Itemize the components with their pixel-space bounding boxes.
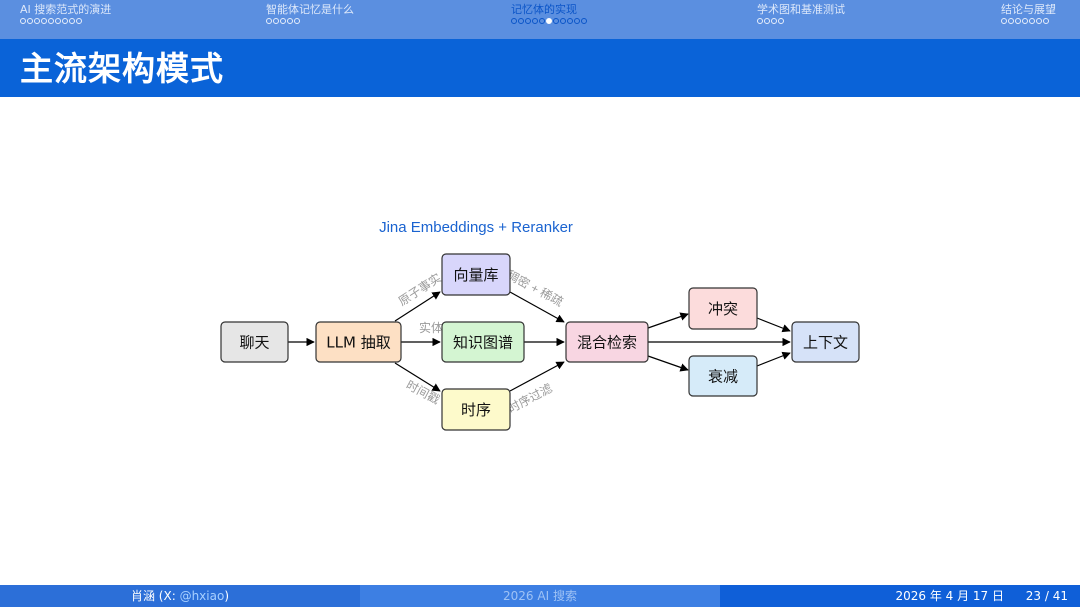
nav-section-title[interactable]: 结论与展望 <box>1001 3 1056 16</box>
footer-date-page: 2026 年 4 月 17 日 23 / 41 <box>720 585 1080 607</box>
edge-llm-temporal <box>394 362 441 392</box>
nav-dot[interactable] <box>567 18 573 24</box>
node-label: 时序 <box>461 401 491 419</box>
node-chat: 聊天 <box>220 321 289 363</box>
nav-section-1[interactable]: AI 搜索范式的演进 <box>20 3 111 24</box>
footer-author: 肖涵 (X: @hxiao) <box>0 585 360 607</box>
nav-section-title[interactable]: 学术图和基准测试 <box>757 3 845 16</box>
edge-conflict-context <box>756 317 791 333</box>
footer-author-name: 肖涵 (X: <box>130 589 180 603</box>
nav-section-4[interactable]: 学术图和基准测试 <box>757 3 845 24</box>
nav-dot[interactable] <box>1022 18 1028 24</box>
edge-decay-context <box>756 351 791 367</box>
nav-dot[interactable] <box>294 18 300 24</box>
nav-dot[interactable] <box>553 18 559 24</box>
nav-section-3[interactable]: 记忆体的实现 <box>511 3 587 24</box>
node-label: 衰减 <box>708 368 738 386</box>
nav-dot[interactable] <box>532 18 538 24</box>
nav-dot[interactable] <box>778 18 784 24</box>
nav-dot[interactable] <box>273 18 279 24</box>
nav-dot[interactable] <box>560 18 566 24</box>
edge-llm-vector <box>394 291 441 322</box>
nav-dot[interactable] <box>76 18 82 24</box>
node-context: 上下文 <box>791 321 860 363</box>
nav-dot[interactable] <box>280 18 286 24</box>
nav-section-title[interactable]: AI 搜索范式的演进 <box>20 3 112 16</box>
node-label: 聊天 <box>239 334 269 352</box>
nav-dot[interactable] <box>20 18 26 24</box>
nav-dot[interactable] <box>511 18 517 24</box>
nav-section-dots <box>757 18 845 24</box>
footer-date: 2026 年 4 月 17 日 <box>895 589 1004 603</box>
nav-dot[interactable] <box>574 18 580 24</box>
nav-dot[interactable] <box>581 18 587 24</box>
edge-label-dense-sparse: 稠密 + 稀疏 <box>504 267 566 309</box>
edge-label-temporal-filter: 时序过滤 <box>505 380 554 416</box>
nav-dot[interactable] <box>69 18 75 24</box>
node-vector-store: 向量库 <box>441 253 511 296</box>
edge-temporal-hybrid <box>509 361 565 392</box>
node-knowledge-graph: 知识图谱 <box>441 321 525 363</box>
node-hybrid-retrieval: 混合检索 <box>565 321 649 363</box>
footer-page-number: 23 / 41 <box>1025 589 1068 603</box>
nav-dot[interactable] <box>48 18 54 24</box>
nav-dot[interactable] <box>757 18 763 24</box>
edge-label-atomic-facts: 原子事实 <box>395 270 443 309</box>
node-decay: 衰减 <box>688 355 758 397</box>
nav-dot[interactable] <box>771 18 777 24</box>
edge-hybrid-conflict <box>647 312 689 329</box>
nav-dot[interactable] <box>1036 18 1042 24</box>
nav-dot[interactable] <box>41 18 47 24</box>
nav-section-title[interactable]: 记忆体的实现 <box>511 3 577 16</box>
nav-dot[interactable] <box>1001 18 1007 24</box>
node-temporal: 时序 <box>441 388 511 431</box>
nav-section-title[interactable]: 智能体记忆是什么 <box>266 3 354 16</box>
title-bar: 主流架构模式 <box>0 39 1080 97</box>
nav-dot-current[interactable] <box>546 18 552 24</box>
section-navigation: AI 搜索范式的演进 智能体记忆是什么 记忆体的实现 学术图和基准测试 结论与展… <box>0 0 1080 39</box>
nav-dot[interactable] <box>539 18 545 24</box>
footer-author-end: ) <box>224 589 229 603</box>
nav-dot[interactable] <box>27 18 33 24</box>
node-label: 向量库 <box>453 266 498 284</box>
nav-dot[interactable] <box>518 18 524 24</box>
footer: 肖涵 (X: @hxiao) 2026 AI 搜索 2026 年 4 月 17 … <box>0 585 1080 607</box>
nav-dot[interactable] <box>55 18 61 24</box>
footer-author-handle-link[interactable]: @hxiao <box>179 589 225 603</box>
nav-dot[interactable] <box>1043 18 1049 24</box>
edge-label-entity: 实体 <box>419 320 443 335</box>
node-label: 知识图谱 <box>453 334 513 352</box>
diagram-caption: Jina Embeddings + Reranker <box>379 219 573 236</box>
nav-section-dots <box>20 18 111 24</box>
nav-dot[interactable] <box>34 18 40 24</box>
node-label: 混合检索 <box>577 334 637 352</box>
nav-dot[interactable] <box>1029 18 1035 24</box>
edge-vector-hybrid <box>509 291 565 323</box>
nav-dot[interactable] <box>62 18 68 24</box>
node-conflict: 冲突 <box>688 287 758 330</box>
nav-dot[interactable] <box>287 18 293 24</box>
nav-section-dots <box>1001 18 1056 24</box>
node-label: 冲突 <box>708 300 738 318</box>
nav-section-2[interactable]: 智能体记忆是什么 <box>266 3 354 24</box>
edge-hybrid-decay <box>647 355 689 372</box>
footer-event: 2026 AI 搜索 <box>360 585 720 607</box>
nav-section-dots <box>511 18 587 24</box>
nav-dot[interactable] <box>1015 18 1021 24</box>
node-llm-extract: LLM 抽取 <box>315 321 402 363</box>
node-label: 上下文 <box>803 334 848 352</box>
nav-dot[interactable] <box>764 18 770 24</box>
nav-section-5[interactable]: 结论与展望 <box>1001 3 1056 24</box>
nav-section-dots <box>266 18 354 24</box>
nav-dot[interactable] <box>1008 18 1014 24</box>
slide-title: 主流架构模式 <box>20 49 224 88</box>
nav-dot[interactable] <box>525 18 531 24</box>
node-label: LLM 抽取 <box>326 334 390 352</box>
nav-dot[interactable] <box>266 18 272 24</box>
edge-label-timestamp: 时间戳 <box>404 378 442 407</box>
